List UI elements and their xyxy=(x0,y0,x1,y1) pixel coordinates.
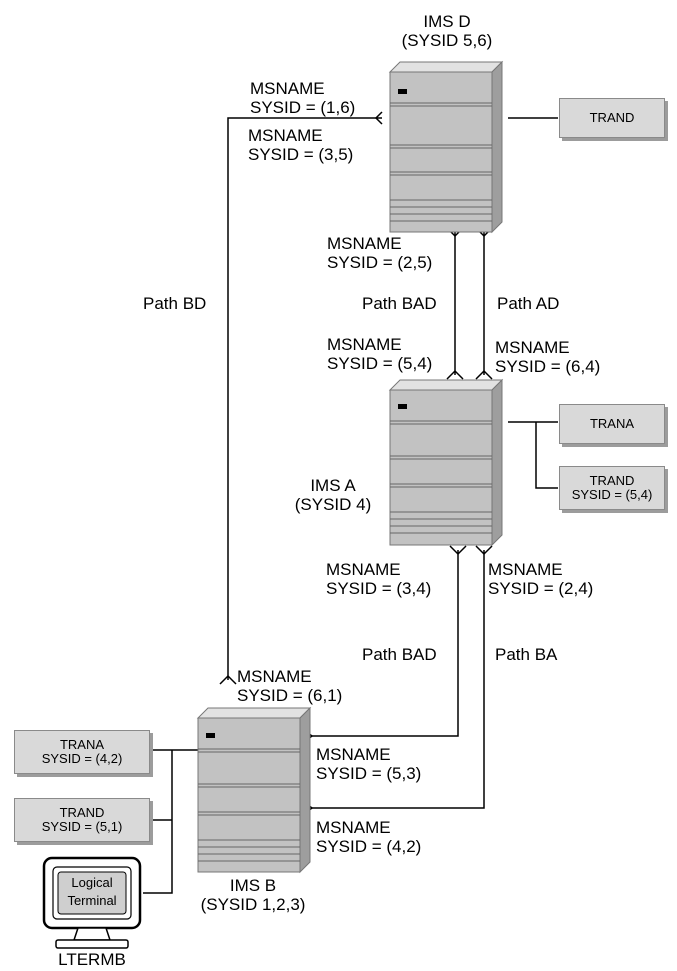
msname-b-bd-sysid: SYSID = (6,1) xyxy=(237,686,342,705)
trand-box-a-name: TRAND xyxy=(590,474,635,488)
trand-box-b-name: TRAND xyxy=(60,806,105,820)
msname-a-ad-sysid: SYSID = (6,4) xyxy=(495,357,600,376)
msname-b-bad-sysid: SYSID = (5,3) xyxy=(316,764,421,783)
trand-box-d: TRAND xyxy=(559,98,665,138)
path-ad-label: Path AD xyxy=(497,294,559,313)
msname-d-bd-sysid: SYSID = (1,6) xyxy=(250,98,355,117)
msname-b-bad: MSNAME SYSID = (5,3) xyxy=(316,745,421,783)
ims-d-server-icon xyxy=(390,62,502,232)
trand-box-a-sysid: SYSID = (5,4) xyxy=(572,488,653,502)
path-bad-upper-label: Path BAD xyxy=(362,294,437,313)
ims-b-server-icon xyxy=(198,708,310,872)
msname-d-b: MSNAME SYSID = (3,5) xyxy=(248,126,353,164)
trand-box-d-name: TRAND xyxy=(590,111,635,125)
trand-box-b: TRAND SYSID = (5,1) xyxy=(14,798,150,842)
trana-box-b-sysid: SYSID = (4,2) xyxy=(42,752,123,766)
trana-box-b-name: TRANA xyxy=(60,738,104,752)
trana-box-b: TRANA SYSID = (4,2) xyxy=(14,730,150,774)
ims-b-sysid: (SYSID 1,2,3) xyxy=(201,895,306,914)
b-bus-line xyxy=(143,750,198,893)
msname-b-bd: MSNAME SYSID = (6,1) xyxy=(237,667,342,705)
msname-a-ba-sysid: SYSID = (2,4) xyxy=(488,579,593,598)
trand-box-a: TRAND SYSID = (5,4) xyxy=(559,466,665,510)
msname-a-ad: MSNAME SYSID = (6,4) xyxy=(495,338,600,376)
ims-a-server-icon xyxy=(390,380,502,545)
msname-a-ba: MSNAME SYSID = (2,4) xyxy=(488,560,593,598)
a-transactions-line xyxy=(508,422,558,488)
ims-d-label: IMS D (SYSID 5,6) xyxy=(388,12,506,50)
a-bottom-chevrons xyxy=(450,546,492,554)
trana-box-a: TRANA xyxy=(559,404,665,444)
ims-a-name: IMS A xyxy=(310,476,355,495)
msname-d-ad: MSNAME SYSID = (2,5) xyxy=(327,234,432,272)
trana-box-a-name: TRANA xyxy=(590,417,634,431)
path-ba-label: Path BA xyxy=(495,645,557,664)
msname-d-bd: MSNAME SYSID = (1,6) xyxy=(250,79,355,117)
ims-d-name: IMS D xyxy=(423,12,470,31)
trand-box-b-sysid: SYSID = (5,1) xyxy=(42,820,123,834)
a-top-chevrons xyxy=(447,371,492,379)
ims-d-sysid: (SYSID 5,6) xyxy=(402,31,493,50)
ims-a-sysid: (SYSID 4) xyxy=(295,495,372,514)
msname-a-b: MSNAME SYSID = (3,4) xyxy=(326,560,431,598)
msname-a-bad: MSNAME SYSID = (5,4) xyxy=(327,335,432,373)
terminal-screen-line1: Logical xyxy=(71,875,112,890)
path-bd-label: Path BD xyxy=(143,294,206,313)
ims-b-name: IMS B xyxy=(230,876,276,895)
ims-a-label: IMS A (SYSID 4) xyxy=(285,476,381,514)
msname-b-ba: MSNAME SYSID = (4,2) xyxy=(316,818,421,856)
terminal-name-label: LTERMB xyxy=(38,950,146,969)
msname-a-b-sysid: SYSID = (3,4) xyxy=(326,579,431,598)
msname-a-bad-sysid: SYSID = (5,4) xyxy=(327,354,432,373)
msname-b-ba-sysid: SYSID = (4,2) xyxy=(316,837,421,856)
msname-d-b-sysid: SYSID = (3,5) xyxy=(248,145,353,164)
terminal-screen-line2: Terminal xyxy=(67,893,116,908)
terminal-screen-text: Logical Terminal xyxy=(58,874,126,910)
ims-b-label: IMS B (SYSID 1,2,3) xyxy=(186,876,320,914)
msname-d-ad-sysid: SYSID = (2,5) xyxy=(327,253,432,272)
path-bad-lower-label: Path BAD xyxy=(362,645,437,664)
